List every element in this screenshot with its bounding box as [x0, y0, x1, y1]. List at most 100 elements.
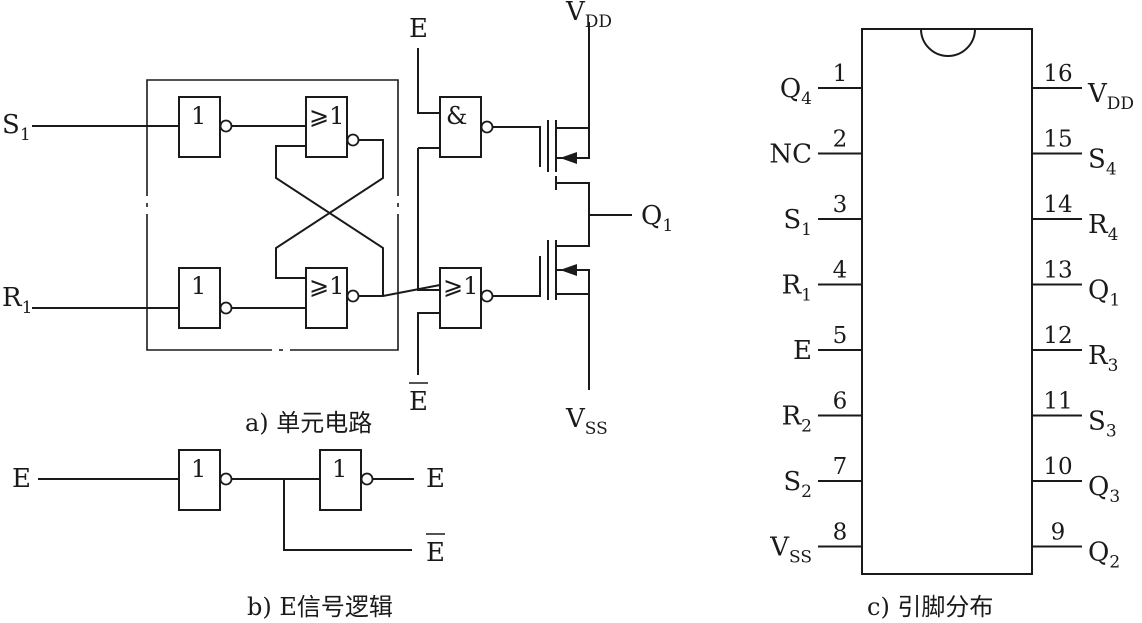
e-bar-label: E	[409, 387, 428, 417]
logic-b-output-label: E	[426, 464, 445, 494]
lower-nor-bubble	[346, 289, 360, 303]
latch-to-gates-wire	[417, 148, 440, 291]
nand-bubble	[480, 120, 494, 134]
pin-number: 6	[833, 389, 848, 415]
r1-inverter	[178, 267, 221, 329]
pin-label: VDD	[1087, 79, 1134, 114]
logic-b-output-bar-label: E	[426, 538, 445, 568]
pin-number: 1	[833, 61, 848, 87]
vdd-label: VDD	[565, 0, 612, 32]
caption-b: b) E信号逻辑	[247, 593, 393, 621]
caption-c: c) 引脚分布	[867, 593, 993, 621]
pin-number: 3	[833, 192, 848, 218]
cross-coupling-wires	[275, 139, 384, 296]
upper-nor-bubble	[346, 133, 360, 147]
pin-number: 14	[1043, 192, 1072, 218]
pin-5: 5E	[793, 323, 862, 366]
pin-number: 9	[1051, 520, 1066, 546]
pin-label: S2	[783, 467, 812, 502]
logic-b-inverter-1	[178, 449, 221, 511]
logic-b-input-label: E	[12, 464, 31, 494]
e-wire	[417, 48, 440, 114]
pin-number: 4	[833, 258, 848, 284]
vss-label: VSS	[565, 404, 608, 439]
logic-b-inverter-1-symbol: 1	[191, 455, 206, 483]
pin-6: 6R2	[782, 389, 862, 437]
unit-circuit: S1 1 ⩾1 R1 1 ⩾1 E & ⩾1	[2, 0, 673, 439]
pin-label: S4	[1088, 145, 1117, 180]
pin-number: 13	[1043, 258, 1072, 284]
pin-number: 7	[833, 454, 848, 480]
pin-9: 9Q2	[1032, 520, 1120, 573]
output-nor-gate	[439, 267, 482, 329]
pin-number: 15	[1043, 127, 1072, 153]
nand-symbol: &	[446, 102, 467, 130]
pmos-body-wire	[556, 128, 590, 159]
upper-nor-gate	[305, 96, 348, 158]
pmos-drain-wire	[556, 182, 590, 215]
r1-label: R1	[2, 283, 32, 318]
nmos-arrow	[560, 264, 577, 276]
pin-7: 7S2	[783, 454, 862, 502]
pin-number: 11	[1043, 389, 1072, 415]
pin-number: 5	[833, 323, 848, 349]
logic-b-inverter-2-bubble	[360, 472, 374, 486]
q1-label: Q1	[641, 201, 673, 236]
e-signal-logic: E 1 1 E E b) E信号逻辑	[12, 449, 445, 621]
pin-4: 4R1	[782, 258, 862, 306]
lower-nor-gate	[305, 267, 348, 329]
s1-inverter	[178, 96, 221, 158]
pin-label: Q2	[1088, 538, 1120, 573]
pin-label: Q4	[780, 74, 812, 109]
s1-label: S1	[2, 110, 31, 145]
pin-number: 16	[1043, 61, 1072, 87]
pin-2: 2NC	[769, 127, 862, 170]
nmos-drain-wire	[556, 215, 590, 247]
r1-inverter-symbol: 1	[191, 272, 206, 300]
e-bar-wire	[417, 312, 440, 375]
latch-frame	[146, 79, 399, 351]
pin-number: 8	[833, 520, 848, 546]
nmos-source-wire	[556, 269, 590, 390]
nand-output-wire	[493, 126, 541, 167]
ic-notch	[920, 28, 976, 57]
pin-label: R4	[1088, 210, 1118, 245]
caption-a: a) 单元电路	[245, 409, 372, 437]
pin-label: Q3	[1088, 472, 1120, 507]
pin-label: R1	[782, 271, 812, 306]
ic-package	[861, 28, 1033, 575]
pin-label: E	[793, 336, 812, 366]
logic-b-inverter-2-symbol: 1	[332, 455, 347, 483]
s1-inverter-bubble	[219, 119, 233, 133]
pin-label: Q1	[1088, 276, 1120, 311]
pin-label: R3	[1088, 341, 1118, 376]
pmos-source-wire	[556, 22, 590, 129]
output-nor-bubble	[480, 289, 494, 303]
pin-number: 12	[1043, 323, 1072, 349]
lower-nor-symbol: ⩾1	[309, 272, 344, 300]
logic-b-inverter-1-bubble	[219, 472, 233, 486]
output-nor-symbol: ⩾1	[443, 272, 478, 300]
pin-3: 3S1	[783, 192, 862, 240]
pin-1: 1Q4	[780, 61, 862, 109]
pin-label: VSS	[769, 533, 812, 568]
logic-b-inverter-2	[319, 449, 362, 511]
output-nor-wire	[493, 256, 541, 297]
pin-label: S1	[783, 205, 812, 240]
pin-number: 2	[833, 127, 848, 153]
r1-inverter-bubble	[219, 301, 233, 315]
e-top-label: E	[409, 14, 428, 44]
pin-label: NC	[769, 140, 812, 170]
pin-label: S3	[1088, 407, 1117, 442]
